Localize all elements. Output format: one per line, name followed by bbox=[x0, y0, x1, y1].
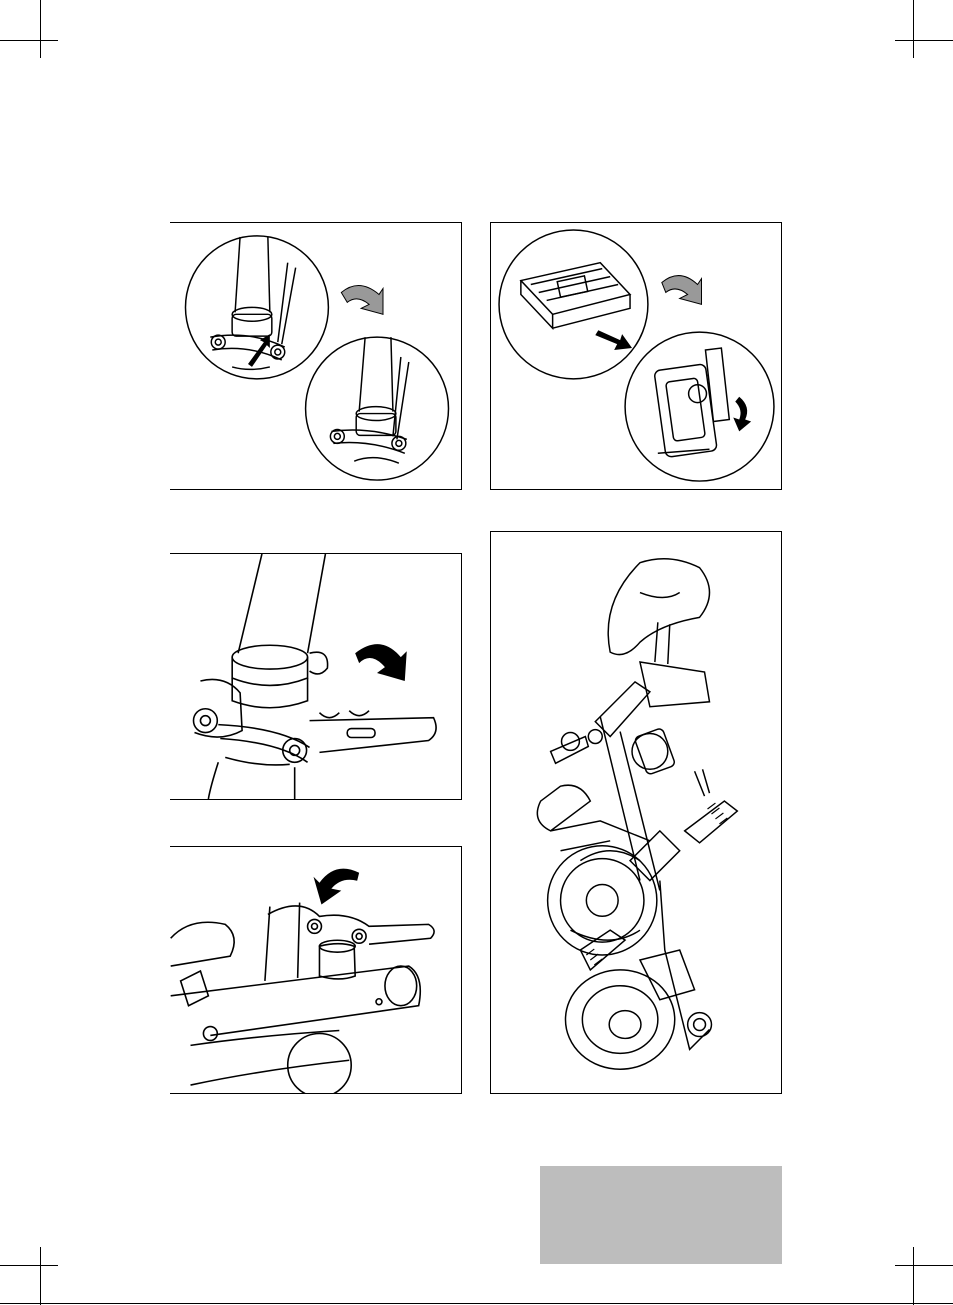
stem-clamp-open-illustration bbox=[170, 554, 461, 799]
crop-mark-bl-h bbox=[0, 1265, 58, 1266]
seatpost-clamp-release-illustration bbox=[170, 223, 461, 489]
crop-mark-tl-h bbox=[0, 40, 58, 41]
panel-folded-bike bbox=[490, 531, 782, 1094]
arrow-counterclockwise-icon bbox=[314, 869, 360, 905]
crop-mark-bl-v bbox=[40, 1247, 41, 1305]
crop-mark-br-h bbox=[895, 1265, 953, 1266]
arrow-clockwise-icon bbox=[355, 644, 407, 681]
crop-mark-tl-v bbox=[40, 0, 41, 58]
bottom-rule bbox=[0, 1303, 953, 1304]
rotate-arrow-icon bbox=[341, 285, 383, 314]
rotate-arrow-icon bbox=[662, 276, 702, 305]
crop-mark-br-v bbox=[913, 1247, 914, 1305]
panel-stem-clamp bbox=[170, 553, 462, 800]
panel-pedal-fold bbox=[490, 222, 782, 490]
folded-bike-illustration bbox=[491, 532, 781, 1093]
crop-mark-tr-v bbox=[913, 0, 914, 58]
grey-label-box bbox=[540, 1166, 782, 1264]
handlebar-fold-illustration bbox=[170, 847, 461, 1093]
pedal-fold-illustration bbox=[491, 223, 781, 489]
panel-seatpost-clamp bbox=[170, 222, 462, 490]
crop-mark-tr-h bbox=[895, 40, 953, 41]
panel-handlebar-fold bbox=[170, 846, 462, 1094]
